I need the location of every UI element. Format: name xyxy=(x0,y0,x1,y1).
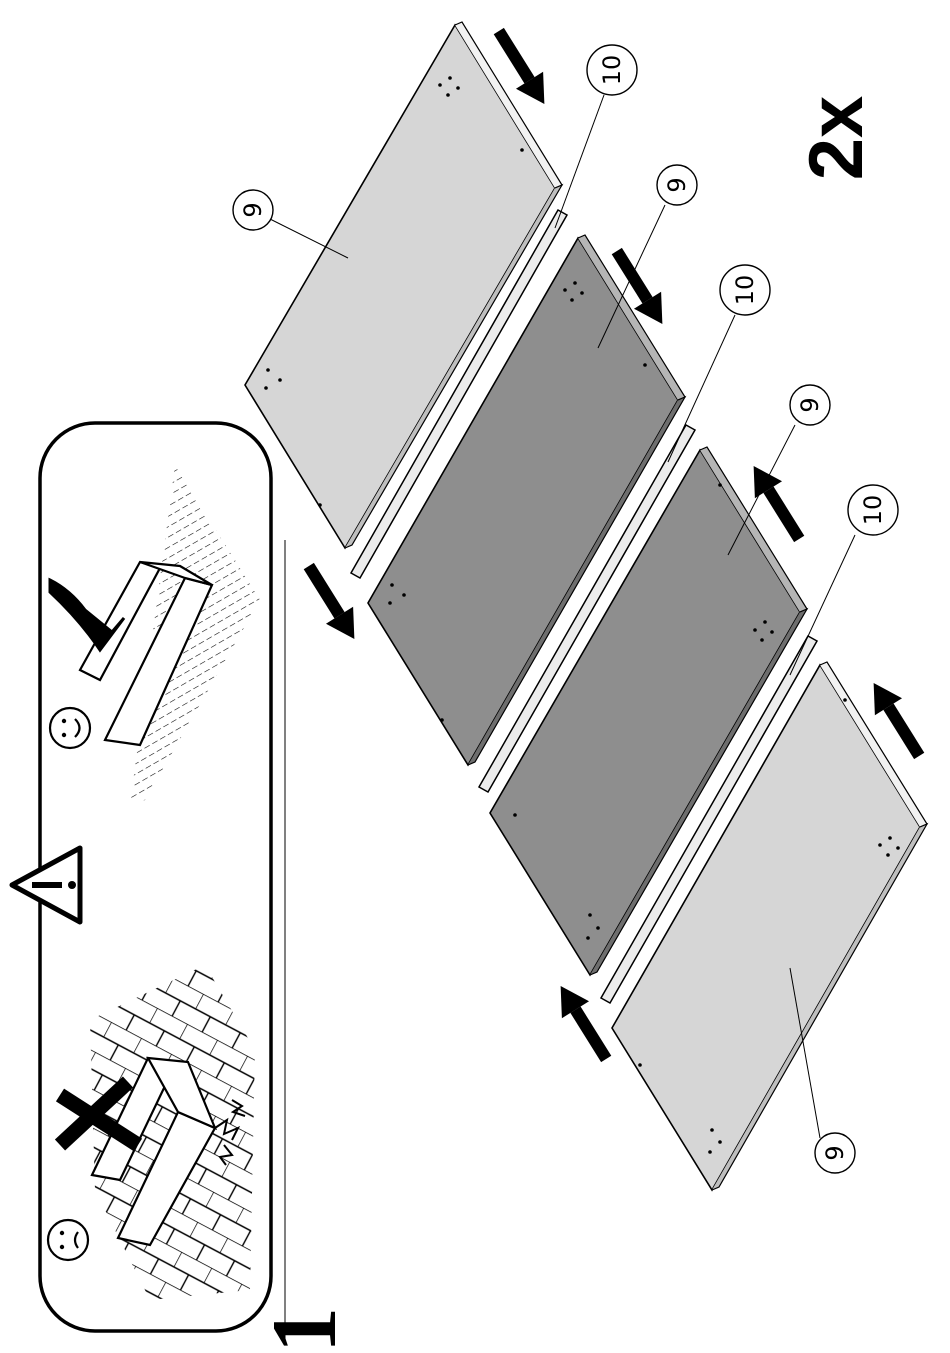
svg-text:9: 9 xyxy=(663,177,691,192)
svg-text:10: 10 xyxy=(859,495,887,526)
svg-text:9: 9 xyxy=(796,397,824,412)
step-number: 1 xyxy=(253,1307,355,1353)
part-label-panel-3: 9 xyxy=(790,385,830,425)
svg-text:9: 9 xyxy=(821,1145,849,1160)
happy-face-icon xyxy=(50,708,90,748)
part-label-panel-4: 9 xyxy=(815,1133,855,1173)
svg-text:10: 10 xyxy=(731,275,759,306)
part-label-strip-2: 10 xyxy=(720,265,770,315)
quantity-label: 2x xyxy=(794,96,879,181)
part-label-panel-1: 9 xyxy=(233,190,273,230)
part-label-strip-1: 10 xyxy=(587,45,637,95)
svg-text:10: 10 xyxy=(598,55,626,86)
sad-face-icon xyxy=(48,1220,88,1260)
svg-text:9: 9 xyxy=(239,202,267,217)
part-label-panel-2: 9 xyxy=(657,165,697,205)
part-label-strip-3: 10 xyxy=(848,485,898,535)
warning-box xyxy=(12,423,271,1331)
